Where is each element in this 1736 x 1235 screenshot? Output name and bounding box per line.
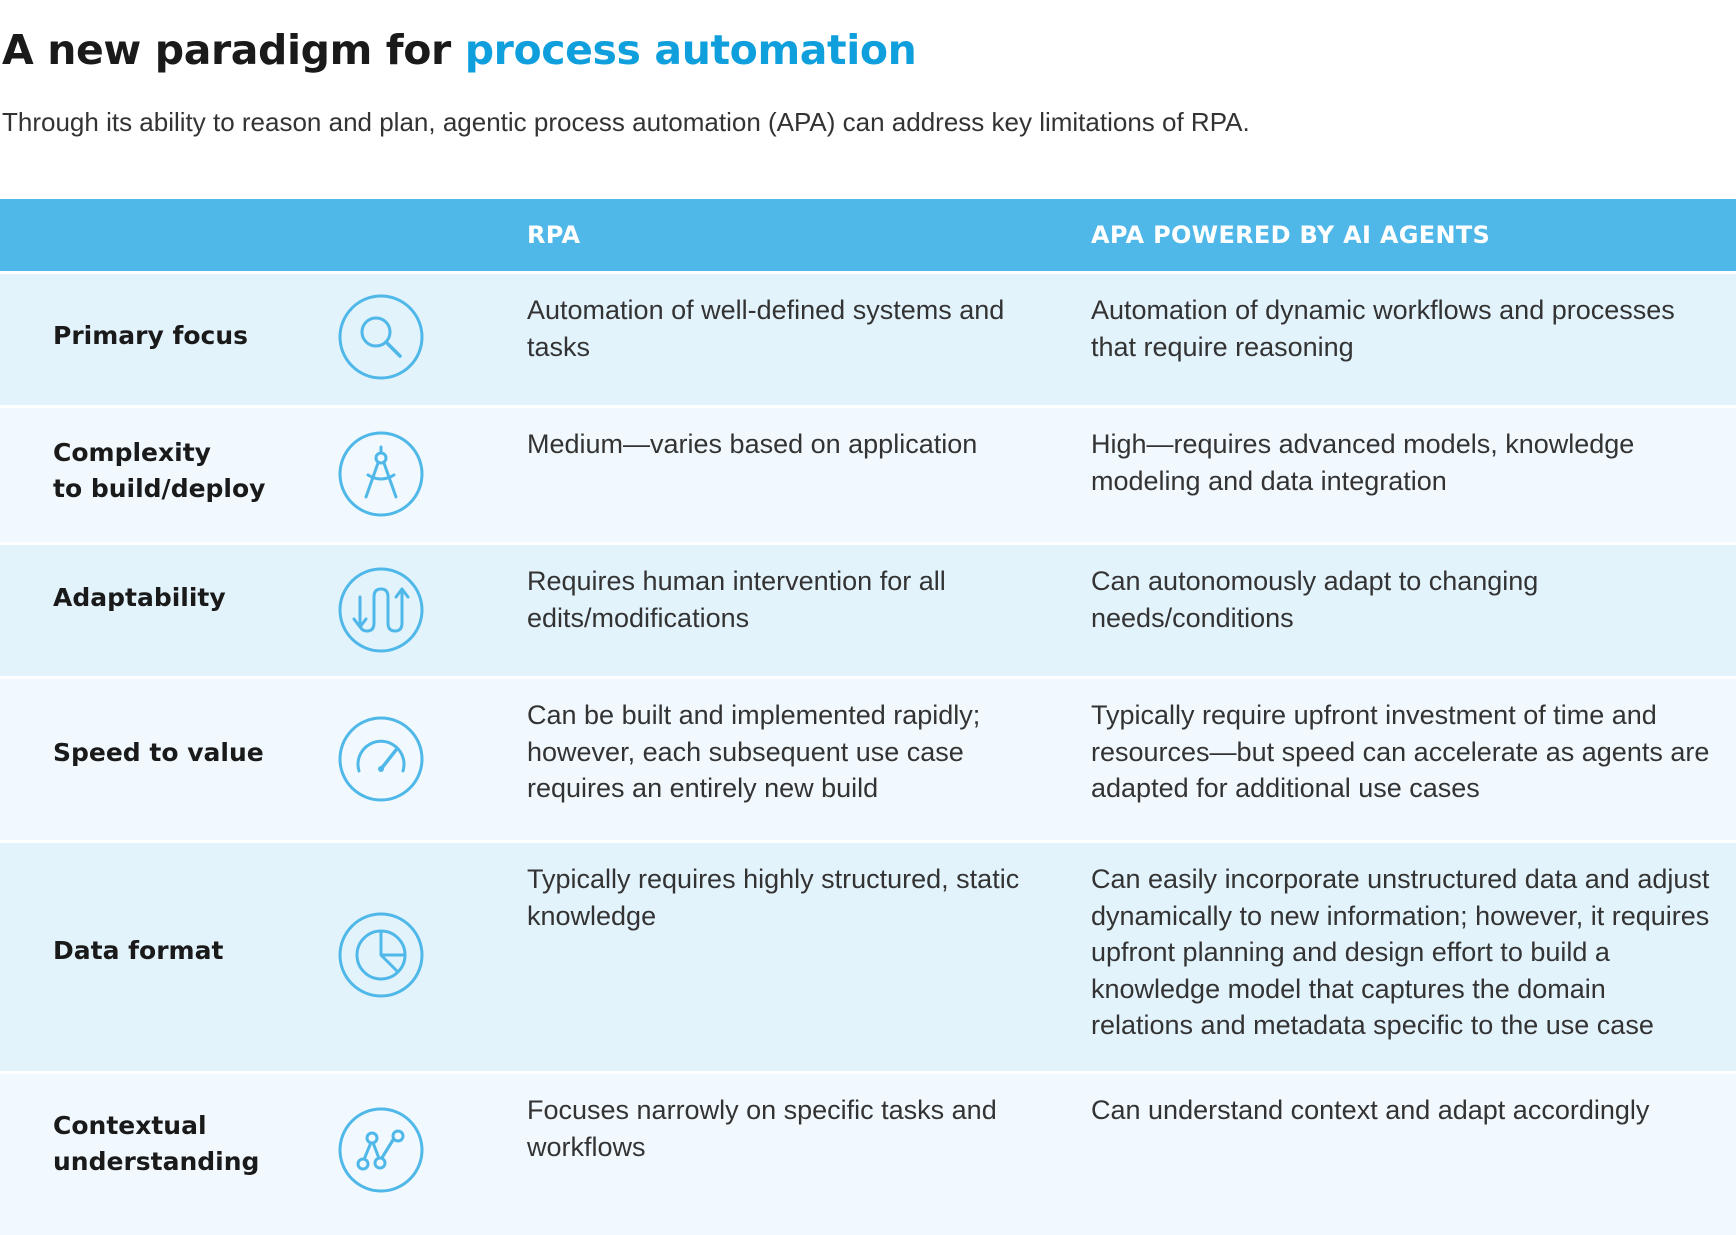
page-subtitle: Through its ability to reason and plan, … [2,107,1250,137]
pie-chart-icon [338,912,424,998]
table-row-data-format: Data format Typically requires highly st… [0,840,1736,1071]
row-label: Data format [53,936,224,965]
rpa-cell: Automation of well-defined systems and t… [527,295,1005,362]
title-plain: A new paradigm for [2,26,465,74]
row-label: Contextual understanding [53,1111,260,1176]
rpa-cell: Focuses narrowly on specific tasks and w… [527,1095,997,1162]
table-row-speed-to-value: Speed to value Can be built and implemen… [0,676,1736,840]
page-title: A new paradigm for process automation [2,22,917,78]
magnifier-icon [338,294,424,380]
speedometer-icon [338,716,424,802]
table-header: RPA APA POWERED BY AI AGENTS [0,199,1736,271]
table-row-contextual-understanding: Contextual understanding Focuses narrowl… [0,1071,1736,1235]
apa-cell: Typically require upfront investment of … [1091,700,1710,803]
table-row-complexity: Complexity to build/deploy Medium—varies… [0,405,1736,542]
comparison-table: RPA APA POWERED BY AI AGENTS Primary foc… [0,199,1736,1235]
rpa-cell: Can be built and implemented rapidly; ho… [527,700,981,803]
title-accent: process automation [464,26,917,74]
apa-cell: High—requires advanced models, knowledge… [1091,429,1635,496]
apa-cell: Can understand context and adapt accordi… [1091,1095,1650,1125]
row-label: Complexity to build/deploy [53,438,266,503]
apa-cell: Can easily incorporate unstructured data… [1091,864,1710,1040]
column-header-rpa: RPA [527,221,581,249]
apa-cell: Can autonomously adapt to changing needs… [1091,566,1539,633]
table-row-adaptability: Adaptability Requires human intervention… [0,542,1736,676]
rpa-cell: Requires human intervention for all edit… [527,566,946,633]
rpa-cell: Medium—varies based on application [527,429,978,459]
network-graph-icon [338,1107,424,1193]
drafting-compass-icon [338,431,424,517]
adapt-arrows-icon [338,567,424,653]
table-row-primary-focus: Primary focus Automation of well-defined… [0,271,1736,405]
row-label: Speed to value [53,738,264,767]
apa-cell: Automation of dynamic workflows and proc… [1091,295,1675,362]
row-label: Primary focus [53,321,249,350]
rpa-cell: Typically requires highly structured, st… [527,864,1020,931]
row-label: Adaptability [53,583,226,612]
column-header-apa: APA POWERED BY AI AGENTS [1091,221,1491,249]
